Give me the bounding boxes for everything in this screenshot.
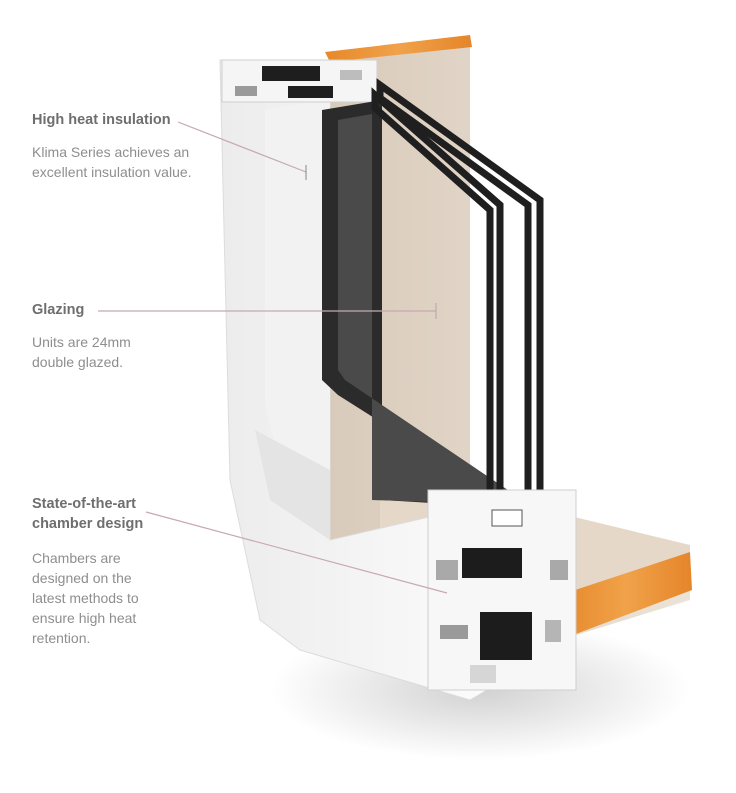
frame-inner-face bbox=[265, 100, 330, 540]
leader-line-heat bbox=[177, 121, 307, 173]
wood-side-edge bbox=[560, 552, 692, 640]
bottom-chamber-2 bbox=[480, 612, 532, 660]
leader-line-chamber bbox=[145, 511, 448, 594]
wood-top-edge bbox=[325, 35, 472, 62]
callout-high-heat-insulation: High heat insulation Klima Series achiev… bbox=[32, 110, 212, 182]
bottom-chamber-5 bbox=[440, 625, 468, 639]
spacer-block bbox=[491, 509, 523, 527]
top-chamber-2 bbox=[288, 86, 333, 98]
callout-heading: State-of-the-art chamber design bbox=[32, 496, 144, 532]
top-chamber-3 bbox=[235, 86, 257, 96]
bottom-chamber-6 bbox=[545, 620, 561, 642]
callout-chamber-design: State-of-the-art chamber design Chambers… bbox=[32, 494, 152, 648]
callout-description: Chambers are designed on the latest meth… bbox=[32, 550, 139, 646]
glazing-bead-inner bbox=[338, 114, 530, 505]
bottom-chamber-7 bbox=[470, 665, 496, 683]
bottom-chamber-1 bbox=[462, 548, 522, 578]
frame-bevel bbox=[255, 430, 330, 540]
top-chamber-1 bbox=[262, 66, 320, 81]
callout-glazing: Glazing Units are 24mm double glazed. bbox=[32, 300, 172, 372]
top-chamber-4 bbox=[340, 70, 362, 80]
bottom-chamber-4 bbox=[550, 560, 568, 580]
glazing-bead bbox=[322, 100, 548, 528]
bottom-chamber-3 bbox=[436, 560, 458, 580]
callout-heading: Glazing bbox=[32, 302, 85, 318]
callout-description: Units are 24mm double glazed. bbox=[32, 334, 131, 370]
callout-description: Klima Series achieves an excellent insul… bbox=[32, 144, 192, 180]
callout-heading: High heat insulation bbox=[32, 112, 171, 128]
